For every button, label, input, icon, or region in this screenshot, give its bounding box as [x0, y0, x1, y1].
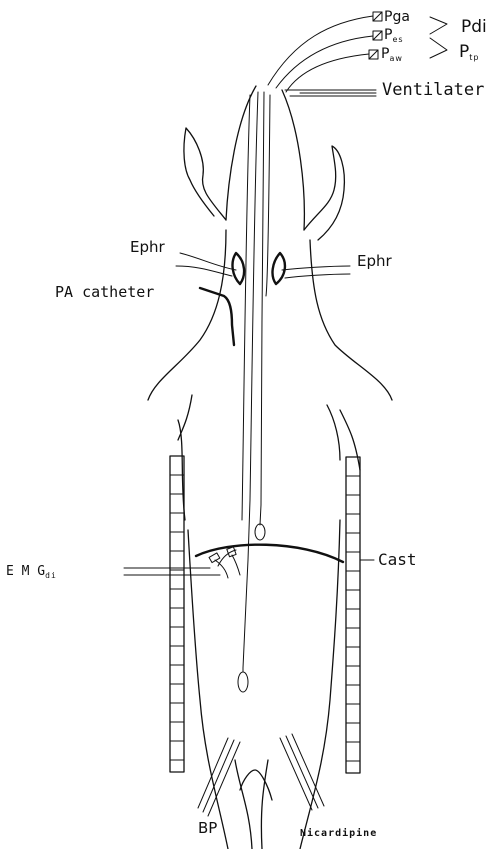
label-pdi: Pdi [461, 19, 487, 36]
nicardipine-lines [280, 734, 324, 810]
label-pes: Pes [384, 28, 404, 44]
pressure-brackets [430, 17, 447, 58]
label-ventilater: Ventilater [382, 82, 484, 99]
label-ptp-base: P [459, 42, 469, 62]
label-paw: Paw [381, 47, 403, 63]
emg-electrode [209, 547, 240, 578]
emg-leader [124, 550, 236, 575]
label-ptp: Ptp [459, 44, 479, 62]
label-bp: BP [198, 821, 217, 836]
bp-lines [198, 738, 240, 816]
label-paw-sub: aw [389, 54, 402, 63]
label-ephr-right: Ephr [357, 254, 392, 269]
label-ptp-sub: tp [469, 53, 479, 62]
cast-left [170, 456, 184, 772]
label-pa-catheter: PA catheter [55, 285, 154, 300]
pa-catheter-line [200, 288, 234, 345]
label-pes-sub: es [392, 35, 403, 44]
label-ephr-left: Ephr [130, 240, 165, 255]
label-emg: E M Gdi [6, 565, 57, 580]
label-emg-base: E M G [6, 564, 45, 579]
label-cast: Cast [378, 552, 417, 568]
label-emg-sub: di [45, 571, 57, 580]
label-nicardipine: Nicardipine [300, 829, 377, 839]
catheter-tubes [238, 16, 376, 692]
cast-right [346, 457, 360, 773]
label-pga: Pga [384, 10, 410, 24]
